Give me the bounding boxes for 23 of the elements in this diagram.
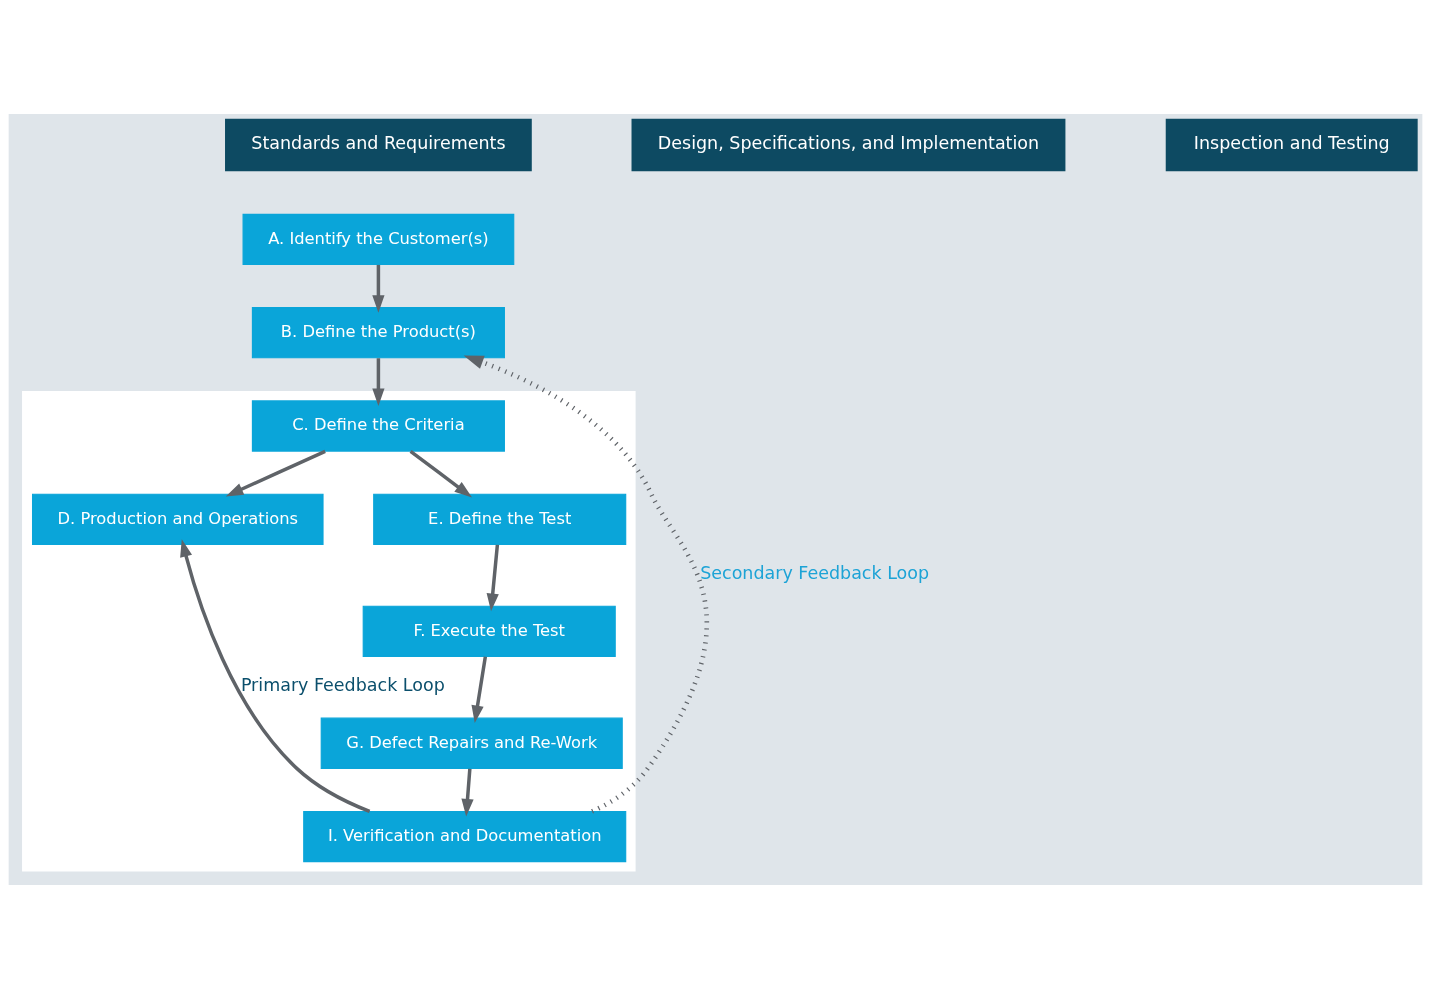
- label: Design, Specifications, and Implementation: [657, 132, 1040, 153]
- cluster: [22, 390, 636, 872]
- arrow: [461, 768, 474, 817]
- label: Standards and Requirements: [251, 132, 506, 153]
- node-box: B. Define the Product(s): [251, 306, 505, 358]
- arrow: [471, 656, 488, 723]
- node-box: I. Verification and Documentation: [303, 810, 627, 862]
- arrow: [372, 357, 385, 406]
- edge-label: Secondary Feedback Loop: [700, 562, 930, 583]
- label: Inspection and Testing: [1193, 132, 1390, 153]
- node-box: C. Define the Criteria: [251, 399, 505, 452]
- arrow: [180, 538, 371, 813]
- arrow: [486, 544, 500, 611]
- edge-label: Primary Feedback Loop: [240, 674, 445, 695]
- node-box: D. Production and Operations: [31, 493, 324, 545]
- node-box: F. Execute the Test: [362, 605, 616, 657]
- arrow: [225, 449, 326, 496]
- arrow: [409, 449, 473, 497]
- node-box: G. Defect Repairs and Re-Work: [320, 717, 623, 769]
- node-box: A. Identify the Customer(s): [242, 213, 515, 265]
- arrow: [463, 355, 709, 814]
- arrow: [372, 264, 385, 313]
- node-box: E. Define the Test: [373, 493, 627, 545]
